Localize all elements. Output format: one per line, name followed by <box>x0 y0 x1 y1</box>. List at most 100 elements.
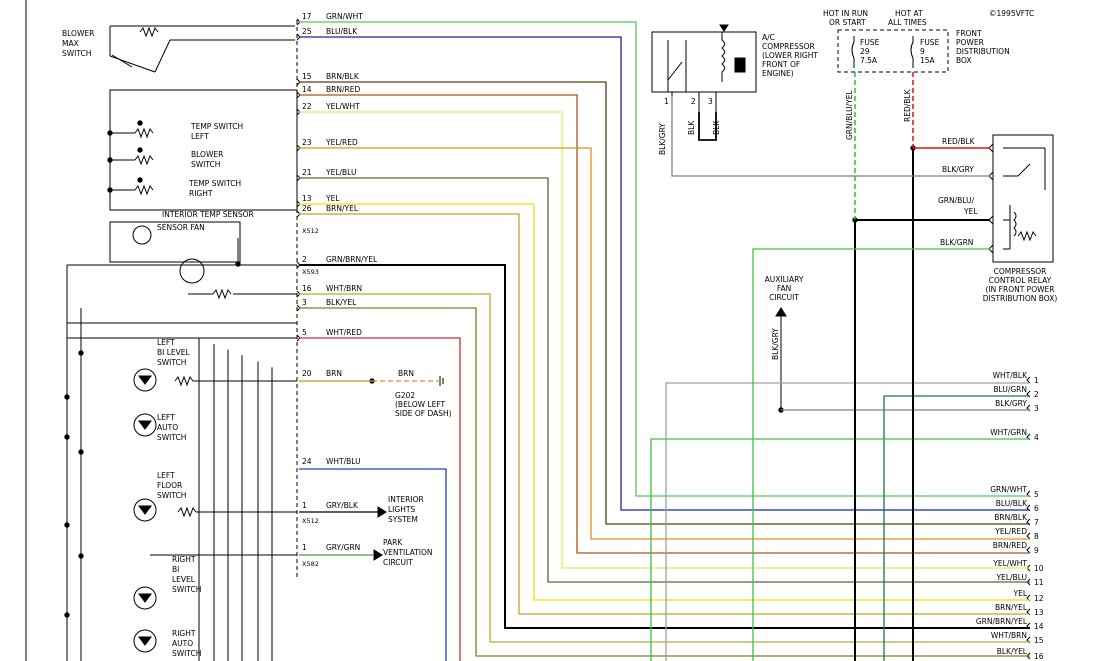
blower-max-resistor <box>139 26 159 38</box>
mode-switch-label-1-1: AUTO <box>157 423 178 432</box>
wire-blu-grn <box>883 395 1030 661</box>
wire-brn-yel <box>299 213 1030 615</box>
temp-switch-left-label-1: LEFT <box>191 132 209 141</box>
right-wire-label: GRN/BRN/YEL <box>976 617 1028 626</box>
wire-label: GRY/BLK <box>326 501 359 510</box>
wire-label: YEL/RED <box>325 138 358 147</box>
ground-wire-label: BRN <box>398 369 414 378</box>
transistor <box>179 258 205 284</box>
right-wire-label: WHT/GRN <box>990 428 1027 437</box>
mode-switch-lamp <box>133 586 157 610</box>
aux-fan-wire-label: BLK/GRY <box>771 328 780 360</box>
ac-ground-loop <box>698 112 717 141</box>
wire-label: BRN/BLK <box>326 72 360 81</box>
bus-splice <box>78 350 84 356</box>
interior-lights-label-2: SYSTEM <box>388 515 418 524</box>
right-wire-label: BLU/BLK <box>996 499 1028 508</box>
right-pin-number: 16 <box>1034 652 1044 661</box>
wire-label: BRN/YEL <box>326 204 359 213</box>
right-pin-number: 7 <box>1034 518 1039 527</box>
wire-label: BRN/RED <box>326 85 360 94</box>
pin-number: 2 <box>302 255 307 264</box>
relay-resistor <box>1017 230 1037 242</box>
blower-max-label-2: SWITCH <box>62 49 91 58</box>
led-symbol <box>138 593 152 603</box>
wire-wht-grn <box>650 438 1030 661</box>
fuse-box-outline <box>837 29 949 73</box>
pin-number: 23 <box>302 138 312 147</box>
fuse29-label-2: 7.5A <box>860 56 878 65</box>
sensor-fan-label: SENSOR FAN <box>157 223 205 232</box>
right-wire-label: BRN/YEL <box>995 603 1028 612</box>
front-power-box-label-0: FRONT <box>956 29 982 38</box>
interior-lights-label-0: INTERIOR <box>388 495 424 504</box>
ground-label-1: (BELOW LEFT <box>395 400 446 409</box>
pin-number: 3 <box>302 298 307 307</box>
right-pin-number: 4 <box>1034 433 1039 442</box>
sensor-splice <box>235 261 241 267</box>
wire-brn-red <box>299 94 1030 554</box>
ac-compressor-label-4: ENGINE) <box>762 69 794 78</box>
right-pin-terminal <box>1026 546 1031 554</box>
ac-compressor-label-0: A/C <box>762 33 775 42</box>
wire-grn-wht <box>299 21 1030 497</box>
wire-label: YEL/WHT <box>325 102 360 111</box>
relay-box <box>992 134 1054 263</box>
fuse9-label-1: 9 <box>920 47 925 56</box>
park-vent-label-2: CIRCUIT <box>383 558 413 567</box>
connector-x512b: X512 <box>302 517 319 525</box>
switch-wiper <box>137 147 143 153</box>
led-symbol <box>138 375 152 385</box>
fuse29-symbol <box>851 36 855 68</box>
pin-number: 22 <box>302 102 312 111</box>
right-pin-number: 6 <box>1034 504 1039 513</box>
pin-number: 14 <box>302 85 312 94</box>
relay-label-2: (IN FRONT POWER <box>986 285 1055 294</box>
mode-switch-lamp <box>133 498 157 522</box>
mode-switch-label-3-3: SWITCH <box>172 585 201 594</box>
relay-input-label: BLK/GRN <box>940 238 973 247</box>
right-pin-number: 14 <box>1034 622 1044 631</box>
front-power-box-label-2: DISTRIBUTION <box>956 47 1010 56</box>
right-pin-number: 9 <box>1034 546 1039 555</box>
mode-resistor <box>177 506 197 518</box>
temp-switch-group <box>109 89 298 211</box>
mode-switch-label-0-0: LEFT <box>157 338 175 347</box>
mode-switch-label-0-1: BI LEVEL <box>157 348 191 357</box>
wire-blk-yel <box>299 307 1030 657</box>
interior-temp-sensor-label: INTERIOR TEMP SENSOR <box>162 210 254 219</box>
wire-label: GRN/BRN/YEL <box>326 255 378 264</box>
copyright: ©1995VFTC <box>989 9 1034 18</box>
blower-max-switch <box>111 54 133 68</box>
mode-switch-lamp <box>133 413 157 437</box>
ac-compressor-label-1: COMPRESSOR <box>762 42 815 51</box>
wire-label: BLU/BLK <box>326 27 358 36</box>
right-wire-label: BRN/BLK <box>994 513 1028 522</box>
mode-switch-label-4-2: SWITCH <box>172 649 201 658</box>
transistor-resistor <box>212 288 232 300</box>
ac-compressor-box <box>651 31 757 93</box>
blower-switch-label-0: BLOWER <box>191 150 223 159</box>
wire-label: GRY/GRN <box>326 543 360 552</box>
blower-max-label-0: BLOWER <box>62 29 94 38</box>
bus-splice <box>64 522 70 528</box>
right-pin-number: 1 <box>1034 376 1039 385</box>
aux-fan-arrow <box>775 307 787 317</box>
right-pin-number: 13 <box>1034 608 1044 617</box>
park-vent-label-1: VENTILATION <box>383 548 432 557</box>
ac-clutch-coil <box>721 32 725 82</box>
ac-pin-number: 2 <box>691 97 696 106</box>
ac-wire-label: BLK <box>687 120 696 135</box>
bus-splice <box>64 612 70 618</box>
aux-fan-label-0: AUXILIARY <box>765 275 804 284</box>
blower-max-label-1: MAX <box>62 39 79 48</box>
connector-x593: X593 <box>302 268 319 276</box>
wire-yel <box>299 203 1030 601</box>
right-wire-label: BRN/RED <box>993 541 1027 550</box>
right-pin-number: 12 <box>1034 594 1044 603</box>
wire-label: WHT/BLU <box>326 457 361 466</box>
fuse9-label-2: 15A <box>920 56 936 65</box>
temp-switch-right-label-0: TEMP SWITCH <box>188 179 241 188</box>
led-symbol <box>138 420 152 430</box>
blower-max-switch-line <box>109 55 156 73</box>
